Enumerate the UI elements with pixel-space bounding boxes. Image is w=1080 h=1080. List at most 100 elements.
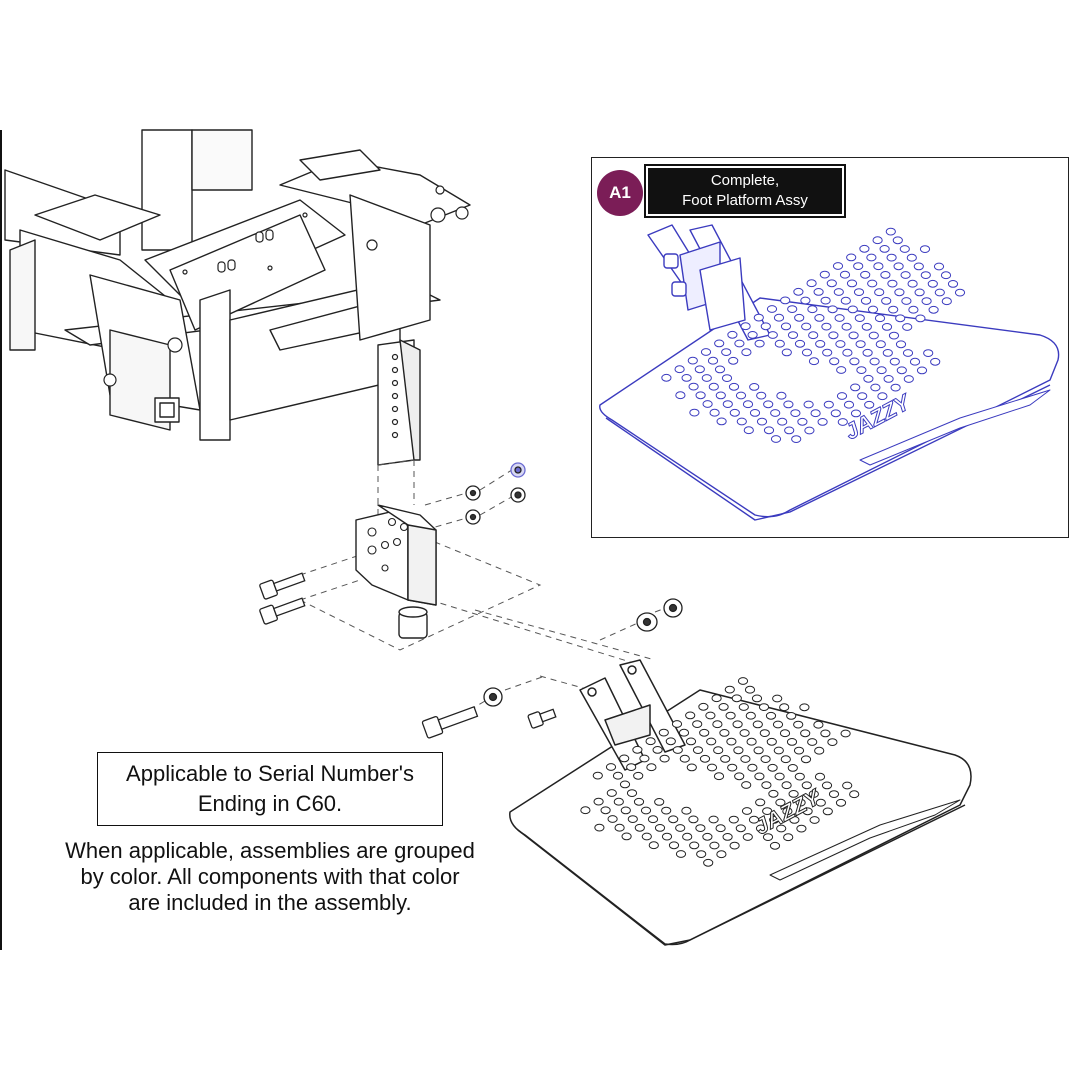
perforation-hole: [762, 807, 773, 815]
washers-and-nuts: [465, 462, 683, 707]
perforation-hole: [794, 339, 806, 348]
perforation-hole: [941, 297, 952, 306]
perforation-hole: [794, 772, 805, 781]
perforation-hole: [699, 754, 711, 763]
spacer-tube: [398, 606, 428, 639]
perforation-hole: [627, 815, 638, 823]
perforation-hole: [829, 357, 840, 366]
perforation-hole: [861, 322, 872, 331]
perforation-hole: [820, 296, 831, 305]
perforation-hole: [793, 746, 805, 755]
perforation-hole: [774, 339, 785, 348]
perforation-hole: [921, 297, 932, 306]
perforation-hole: [668, 841, 680, 850]
perforation-hole: [776, 391, 787, 400]
perforation-hole: [769, 841, 781, 850]
perforation-hole: [859, 244, 870, 253]
assembly-label-line2: Foot Platform Assy: [682, 192, 808, 209]
perforation-hole: [880, 271, 891, 279]
perforation-hole: [685, 711, 696, 720]
perforation-hole: [802, 807, 813, 816]
perforation-hole: [767, 331, 778, 339]
perforation-hole: [803, 400, 814, 409]
perforation-hole: [909, 357, 921, 366]
perforation-hole: [756, 391, 767, 400]
perforation-hole: [659, 754, 670, 763]
perforation-hole: [737, 677, 749, 685]
chassis-frame: [4, 129, 471, 466]
perforation-hole: [685, 737, 697, 746]
perforation-hole: [801, 781, 812, 790]
perforation-hole: [755, 824, 767, 833]
perforation-hole: [933, 262, 945, 271]
perforation-hole: [716, 417, 727, 426]
perforation-hole: [760, 755, 771, 763]
perforation-hole: [860, 270, 871, 279]
perforation-hole: [709, 408, 720, 417]
perforation-hole: [761, 781, 772, 789]
perforation-hole: [665, 737, 676, 746]
perforation-hole: [827, 738, 838, 746]
assembly-label: Complete, Foot Platform Assy: [644, 164, 846, 218]
perforation-hole: [707, 356, 719, 365]
main-platform-holes: [580, 677, 860, 867]
perforation-hole: [843, 400, 855, 409]
perforation-hole: [927, 279, 938, 288]
perforation-hole: [633, 771, 644, 780]
perforation-hole: [903, 375, 914, 383]
perforation-hole: [626, 789, 638, 797]
perforation-hole: [774, 772, 785, 781]
perforation-hole: [822, 807, 833, 816]
perforation-hole: [675, 850, 687, 858]
perforation-hole: [869, 357, 880, 366]
perforation-hole: [767, 763, 778, 772]
perforation-hole: [779, 703, 790, 712]
perforation-hole: [752, 720, 763, 729]
perforation-hole: [888, 305, 899, 314]
perforation-hole: [908, 305, 919, 314]
perforation-hole: [606, 789, 617, 797]
perforation-hole: [733, 746, 744, 755]
perforation-hole: [873, 262, 884, 271]
perforation-hole: [916, 366, 928, 375]
perforation-hole: [850, 383, 861, 392]
perforation-hole: [808, 331, 819, 340]
perforation-hole: [594, 823, 605, 832]
perforation-hole: [734, 772, 745, 781]
perforation-hole: [739, 729, 750, 737]
perforation-hole: [672, 746, 683, 754]
perforation-hole: [713, 746, 724, 755]
perforation-hole: [801, 348, 813, 357]
perforation-hole: [753, 313, 764, 322]
perforation-hole: [593, 797, 604, 806]
perforation-hole: [639, 754, 650, 763]
perforation-hole: [790, 409, 801, 418]
perforation-hole: [807, 738, 818, 746]
perforation-hole: [883, 375, 894, 383]
perforation-hole: [954, 288, 966, 297]
perforation-hole: [893, 262, 904, 271]
perforation-hole: [746, 737, 757, 746]
perforation-hole: [619, 754, 630, 763]
perforation-hole: [695, 824, 706, 832]
perforation-hole: [759, 729, 770, 737]
perforation-hole: [754, 772, 765, 781]
perforation-hole: [872, 236, 883, 245]
perforation-hole: [735, 824, 746, 833]
perforation-hole: [773, 746, 784, 755]
perforation-hole: [729, 841, 740, 850]
perforation-hole: [874, 314, 886, 323]
perforation-hole: [728, 382, 740, 391]
perforation-hole: [801, 322, 812, 331]
perforation-hole: [592, 771, 603, 780]
perforation-hole: [780, 296, 791, 305]
perforation-hole: [689, 841, 700, 850]
perforation-hole: [640, 806, 652, 815]
perforation-hole: [709, 841, 720, 850]
perforation-hole: [661, 832, 673, 841]
perforation-hole: [789, 816, 800, 824]
perforation-hole: [753, 746, 764, 755]
perforation-hole: [714, 365, 726, 374]
perforation-hole: [605, 763, 617, 771]
perforation-hole: [725, 711, 736, 720]
